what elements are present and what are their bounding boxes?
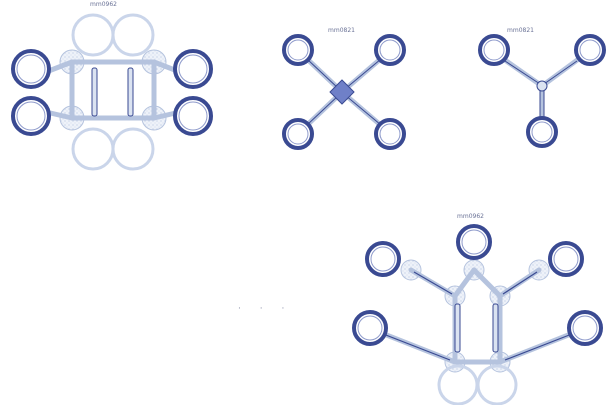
mechanism-d-label: mm0962 [457,213,484,220]
mechanism-b-label: mm0821 [328,27,355,34]
ellipsis: · · · [238,304,292,314]
mechanism-d [354,226,601,404]
mechanism-d-large-rings [439,366,516,404]
mechanism-d-links [374,270,581,362]
mechanism-d-dark-links [378,272,577,360]
mechanism-a [13,15,211,169]
mechanism-b [284,36,404,148]
mechanism-a-large-rings [73,15,153,169]
mechanism-d-rods [455,304,498,352]
mechanism-a-rods [92,68,133,116]
mechanism-c-label: mm0821 [507,27,534,34]
mechanism-c-hub [537,81,547,91]
mechanism-c [480,36,604,146]
mechanism-d-rings [354,226,601,344]
mechanism-a-label: mm0962 [90,1,117,8]
